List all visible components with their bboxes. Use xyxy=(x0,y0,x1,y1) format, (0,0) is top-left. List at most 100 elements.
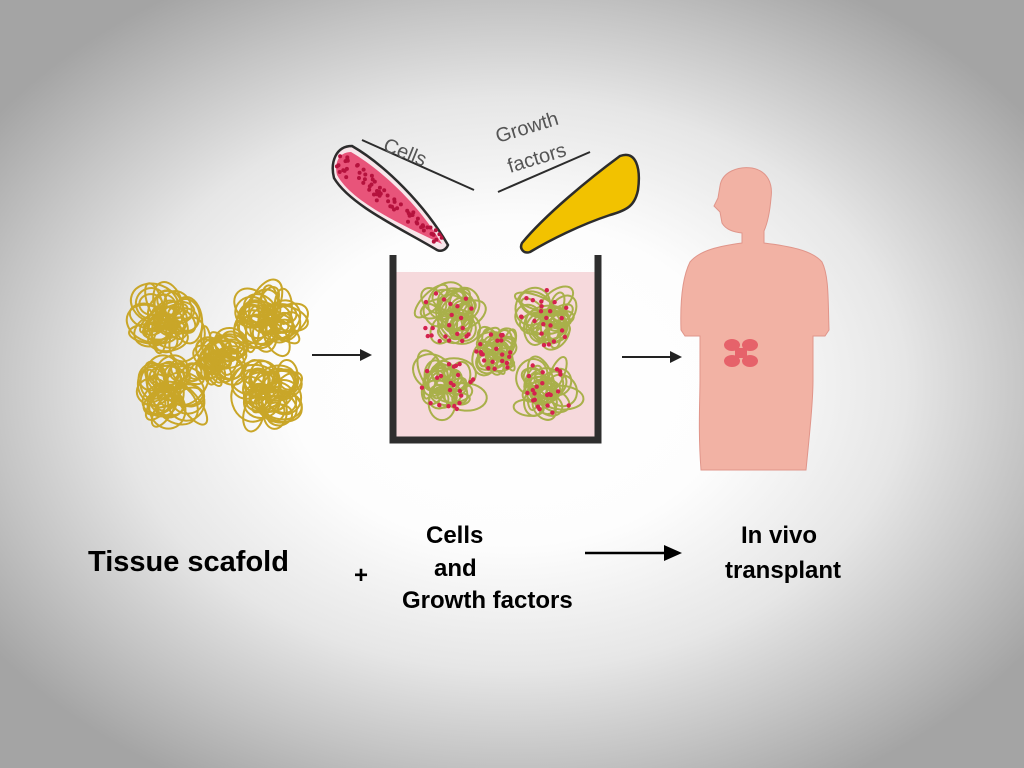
cell-dot xyxy=(447,323,452,328)
scaffold-fiber xyxy=(273,287,293,325)
cell-dot xyxy=(441,297,447,302)
cell-dot xyxy=(361,180,366,185)
cell-dot xyxy=(377,185,382,190)
scaffold-fiber xyxy=(444,373,468,396)
cell-dot xyxy=(534,384,539,389)
cell-dot xyxy=(430,325,435,331)
cell-dot xyxy=(505,365,510,370)
cell-dot xyxy=(410,213,415,217)
cell-dot xyxy=(539,331,544,336)
cell-dot xyxy=(555,389,561,394)
cell-dot xyxy=(460,325,465,331)
cell-dot xyxy=(386,199,391,204)
scaffold-fiber xyxy=(212,354,246,386)
scaffold-illustration xyxy=(125,278,309,433)
cell-dot xyxy=(337,170,342,174)
cell-dot xyxy=(538,309,544,314)
scaffold-fiber xyxy=(136,366,167,403)
scaffold-fiber xyxy=(257,388,303,423)
cell-dot xyxy=(541,342,547,348)
cell-dot xyxy=(437,338,442,344)
cell-dot xyxy=(446,404,451,409)
cell-dot xyxy=(435,375,440,380)
scaffold-fiber xyxy=(512,398,545,417)
cell-dot xyxy=(539,299,544,304)
cell-dot xyxy=(507,354,512,359)
cell-dot xyxy=(367,187,372,192)
cell-dot xyxy=(492,366,497,371)
pipette-growth-label-line2: factors xyxy=(505,139,569,178)
cell-dot xyxy=(532,391,537,396)
cell-dot xyxy=(494,346,499,351)
cell-dot xyxy=(566,403,571,408)
cell-dot xyxy=(480,352,485,357)
cell-dot xyxy=(459,393,464,398)
scaffold-fiber xyxy=(262,395,288,430)
cell-dot xyxy=(421,228,426,233)
cell-dot xyxy=(500,352,505,357)
culture-dish xyxy=(389,255,602,444)
cell-dot xyxy=(540,370,545,375)
cell-dot xyxy=(443,334,448,339)
transplant-caption: transplant xyxy=(725,557,842,584)
cell-dot xyxy=(466,332,471,337)
cell-dot xyxy=(447,387,453,393)
cell-dot xyxy=(559,328,565,333)
cell-dot xyxy=(546,342,552,347)
arrow-to-body xyxy=(622,351,682,363)
cell-dot xyxy=(378,191,383,196)
growth-factors-caption: Growth factors xyxy=(402,587,573,614)
scaffold-fiber xyxy=(255,388,298,424)
cell-dot xyxy=(344,175,349,180)
cell-dot xyxy=(415,216,420,221)
cell-dot xyxy=(469,306,474,311)
cell-dot xyxy=(423,325,428,331)
cell-dot xyxy=(526,373,532,379)
human-body-silhouette xyxy=(680,167,830,471)
scaffold-fiber xyxy=(431,288,464,312)
cell-dot xyxy=(474,349,479,354)
scaffold-fiber xyxy=(248,360,281,399)
scaffold-fiber xyxy=(152,362,183,402)
cell-dot xyxy=(342,168,347,173)
cell-dot xyxy=(481,358,487,363)
cell-dot xyxy=(367,184,372,189)
cell-dot xyxy=(478,342,483,347)
scaffold-fiber xyxy=(151,305,187,333)
scaffold-fiber xyxy=(451,299,470,321)
scaffold-fiber xyxy=(242,382,281,414)
cell-dot xyxy=(463,296,469,301)
cell-dot xyxy=(457,388,463,394)
cell-dot xyxy=(452,403,457,409)
scaffold-fiber xyxy=(172,295,204,345)
implanted-tissue-icon xyxy=(724,339,758,367)
cell-dot xyxy=(457,400,462,406)
cell-dot xyxy=(370,177,375,182)
cell-dot xyxy=(382,188,387,193)
scaffold-fiber xyxy=(257,303,278,334)
cell-dot xyxy=(551,339,557,344)
scaffold-fiber xyxy=(170,361,210,407)
cell-dot xyxy=(546,392,552,397)
plus-sign: + xyxy=(354,562,369,589)
tissue-scaffold-caption: Tissue scafold xyxy=(88,546,289,578)
cell-dot xyxy=(433,228,438,233)
scaffold-fiber xyxy=(249,368,270,391)
scaffold-fiber xyxy=(525,312,545,335)
flow-arrow xyxy=(585,545,682,561)
cell-dot xyxy=(438,373,444,379)
cell-dot xyxy=(499,333,504,338)
scaffold-fiber xyxy=(204,349,222,379)
cell-dot xyxy=(519,314,524,320)
cell-dot xyxy=(548,309,553,314)
scaffold-fiber xyxy=(147,325,189,353)
cell-dot xyxy=(457,361,462,367)
cell-dot xyxy=(540,381,545,386)
scaffold-fiber xyxy=(527,372,549,405)
cell-dot xyxy=(525,390,530,396)
cell-dot xyxy=(423,299,429,305)
scaffold-fiber xyxy=(248,369,271,393)
cell-dot xyxy=(539,304,544,309)
cell-dot xyxy=(338,154,343,159)
